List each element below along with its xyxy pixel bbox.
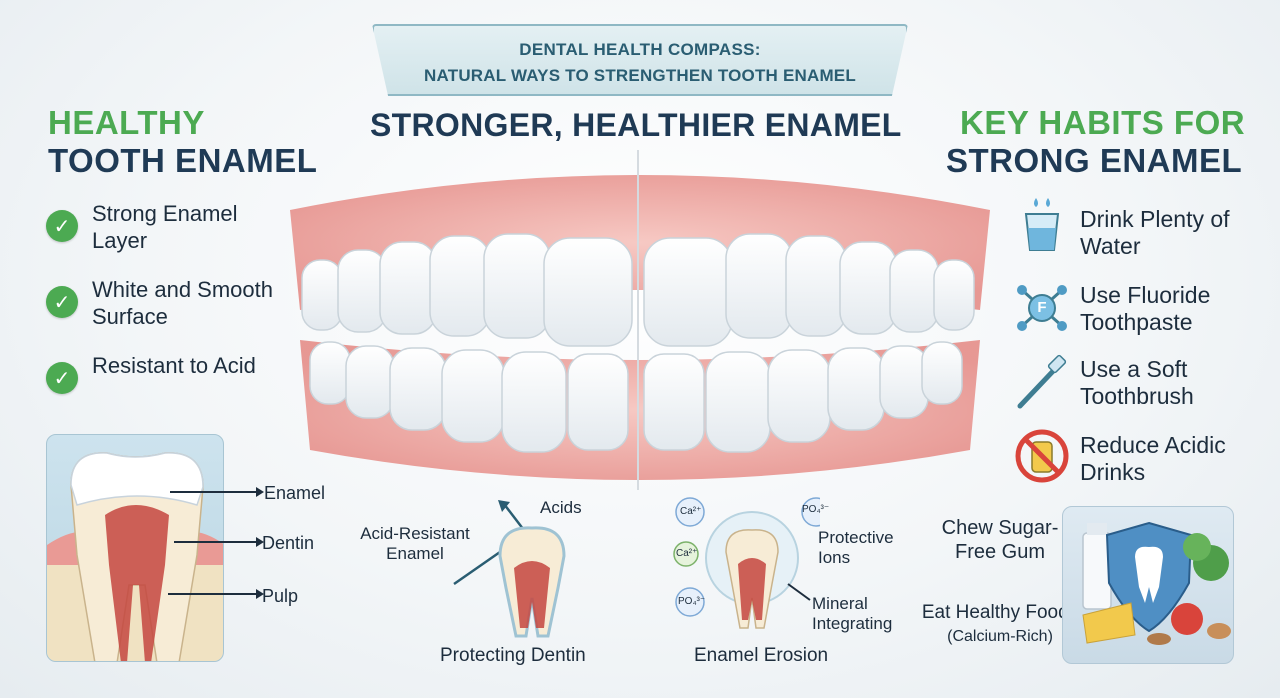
checklist-text: Resistant to Acid bbox=[92, 353, 256, 378]
fluoride-letter: F bbox=[1037, 299, 1047, 316]
habit-water: Drink Plenty of Water bbox=[1080, 206, 1230, 259]
right-heading-line1: KEY HABITS FOR bbox=[960, 104, 1246, 141]
label-mineral-integrating: Mineral Integrating bbox=[812, 594, 893, 633]
water-glass-icon bbox=[1024, 198, 1060, 251]
left-heading-line2: TOOTH ENAMEL bbox=[48, 142, 318, 179]
ion-ca-1: Ca²⁺ bbox=[680, 506, 702, 517]
checklist-text: Strong Enamel Layer bbox=[92, 201, 238, 253]
tooth-cross-section bbox=[46, 434, 224, 662]
food-illustration bbox=[1082, 521, 1231, 645]
ion-tooth-diagram bbox=[673, 497, 820, 629]
tooth-anatomy-diagram bbox=[47, 452, 223, 661]
ion-po-2: PO₄³⁻ bbox=[802, 504, 830, 515]
title-banner: DENTAL HEALTH COMPASS: NATURAL WAYS TO S… bbox=[372, 24, 908, 96]
healthy-foods-image bbox=[1062, 506, 1234, 664]
check-icon: ✓ bbox=[46, 362, 78, 394]
no-acidic-drinks-icon bbox=[1015, 429, 1069, 483]
eat-healthy-title: Eat Healthy Foods bbox=[921, 602, 1079, 623]
toothbrush-icon bbox=[1017, 354, 1067, 409]
fluoride-icon bbox=[1017, 285, 1067, 331]
checklist-item-acid-resistant: ✓ Resistant to Acid bbox=[46, 352, 292, 394]
acid-resistant-tooth-diagram bbox=[453, 500, 566, 638]
caption-protecting-dentin: Protecting Dentin bbox=[440, 645, 586, 666]
check-icon: ✓ bbox=[46, 286, 78, 318]
ion-po-1: PO₄³⁻ bbox=[678, 596, 706, 607]
cross-section-pointers bbox=[168, 487, 264, 599]
check-icon: ✓ bbox=[46, 210, 78, 242]
eat-healthy-foods: Eat Healthy Foods (Calcium-Rich) bbox=[920, 602, 1080, 648]
checklist-item-strong-enamel: ✓ Strong Enamel Layer bbox=[46, 200, 292, 254]
habit-fluoride: Use Fluoride Toothpaste bbox=[1080, 282, 1211, 335]
label-dentin: Dentin bbox=[262, 533, 315, 553]
caption-enamel-erosion: Enamel Erosion bbox=[694, 645, 829, 666]
banner-title: DENTAL HEALTH COMPASS: bbox=[519, 40, 761, 59]
label-pulp: Pulp bbox=[262, 586, 299, 606]
label-enamel: Enamel bbox=[264, 483, 326, 503]
ion-ca-2: Ca²⁺ bbox=[676, 548, 698, 559]
label-acid-resistant-enamel: Acid-Resistant Enamel bbox=[360, 524, 470, 563]
habit-toothbrush: Use a Soft Toothbrush bbox=[1080, 356, 1194, 409]
label-acids: Acids bbox=[540, 498, 582, 517]
banner-subtitle: NATURAL WAYS TO STRENGTHEN TOOTH ENAMEL bbox=[424, 66, 856, 85]
habit-acidic-drinks: Reduce Acidic Drinks bbox=[1080, 432, 1226, 485]
right-heading-line2: STRONG ENAMEL bbox=[946, 142, 1243, 179]
eat-healthy-note: (Calcium-Rich) bbox=[947, 628, 1053, 645]
teeth-illustration bbox=[290, 150, 990, 490]
checklist-item-white-smooth: ✓ White and Smooth Surface bbox=[46, 276, 292, 330]
left-heading-line1: HEALTHY bbox=[48, 104, 205, 141]
center-heading: STRONGER, HEALTHIER ENAMEL bbox=[370, 107, 902, 143]
chew-gum-text: Chew Sugar-Free Gum bbox=[941, 517, 1059, 563]
checklist-text: White and Smooth Surface bbox=[92, 277, 273, 329]
label-protective-ions: Protective Ions bbox=[818, 528, 894, 567]
